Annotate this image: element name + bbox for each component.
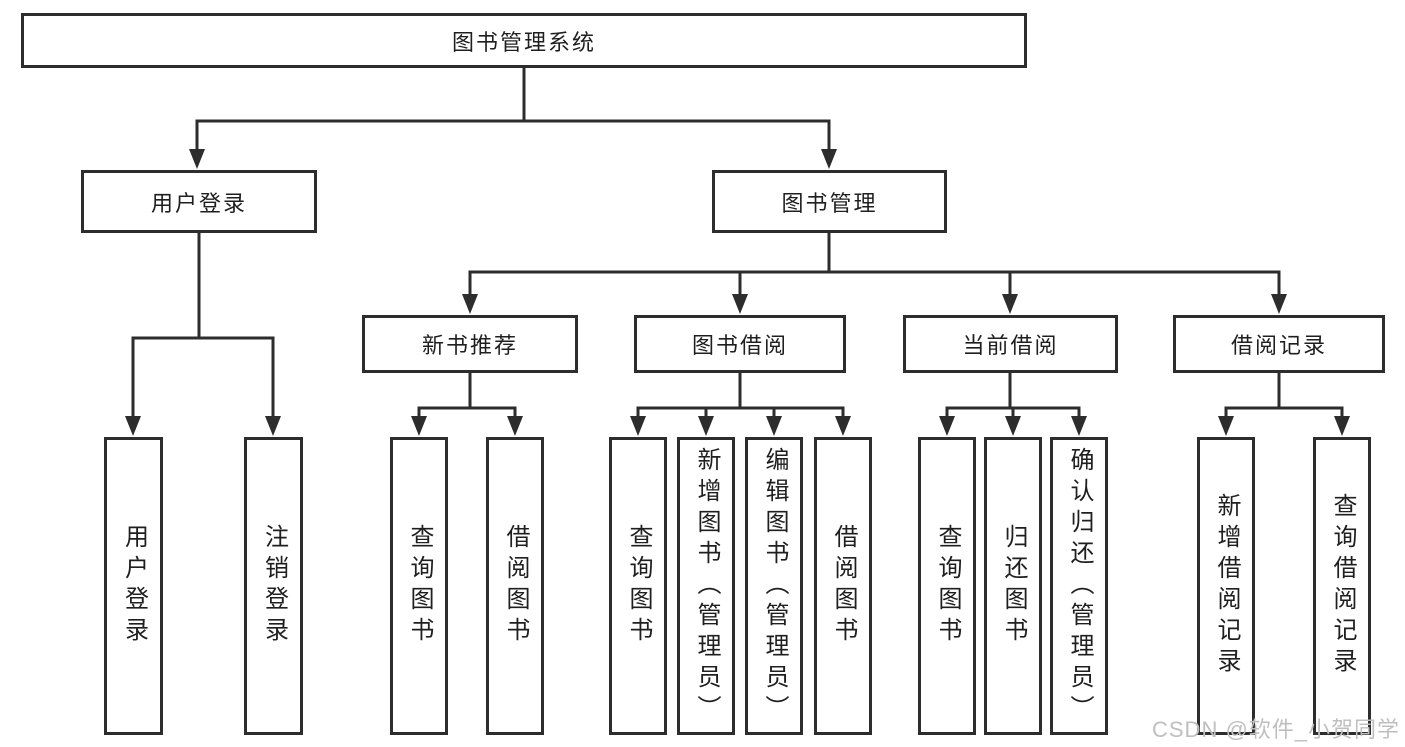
leaf-query-borrow-record: 查询借阅记录 bbox=[1313, 437, 1371, 735]
node-current-borrowing: 当前借阅 bbox=[903, 315, 1118, 373]
leaf-query-books-current: 查询图书 bbox=[918, 437, 976, 735]
leaf-add-borrow-record: 新增借阅记录 bbox=[1197, 437, 1255, 735]
node-user-login: 用户登录 bbox=[81, 170, 317, 233]
leaf-add-books-admin: 新增图书（管理员） bbox=[677, 437, 735, 735]
node-book-management: 图书管理 bbox=[712, 170, 947, 233]
leaf-edit-books-admin: 编辑图书（管理员） bbox=[745, 437, 803, 735]
node-new-book-recommend: 新书推荐 bbox=[362, 315, 578, 373]
watermark: CSDN @软件_小贺同学 bbox=[1152, 717, 1401, 742]
leaf-borrow-books-borrowing: 借阅图书 bbox=[814, 437, 872, 735]
leaf-logout: 注销登录 bbox=[244, 437, 303, 735]
node-library-system: 图书管理系统 bbox=[21, 13, 1027, 68]
leaf-query-books-borrowing: 查询图书 bbox=[609, 437, 667, 735]
leaf-user-login: 用户登录 bbox=[104, 437, 163, 735]
node-borrowing-records: 借阅记录 bbox=[1173, 315, 1385, 373]
node-book-borrowing: 图书借阅 bbox=[634, 315, 846, 373]
leaf-confirm-return-admin: 确认归还（管理员） bbox=[1050, 437, 1108, 735]
connector-segments bbox=[131, 68, 1344, 421]
leaf-query-books-recommend: 查询图书 bbox=[390, 437, 448, 735]
leaf-borrow-books-recommend: 借阅图书 bbox=[486, 437, 544, 735]
leaf-return-books: 归还图书 bbox=[984, 437, 1042, 735]
